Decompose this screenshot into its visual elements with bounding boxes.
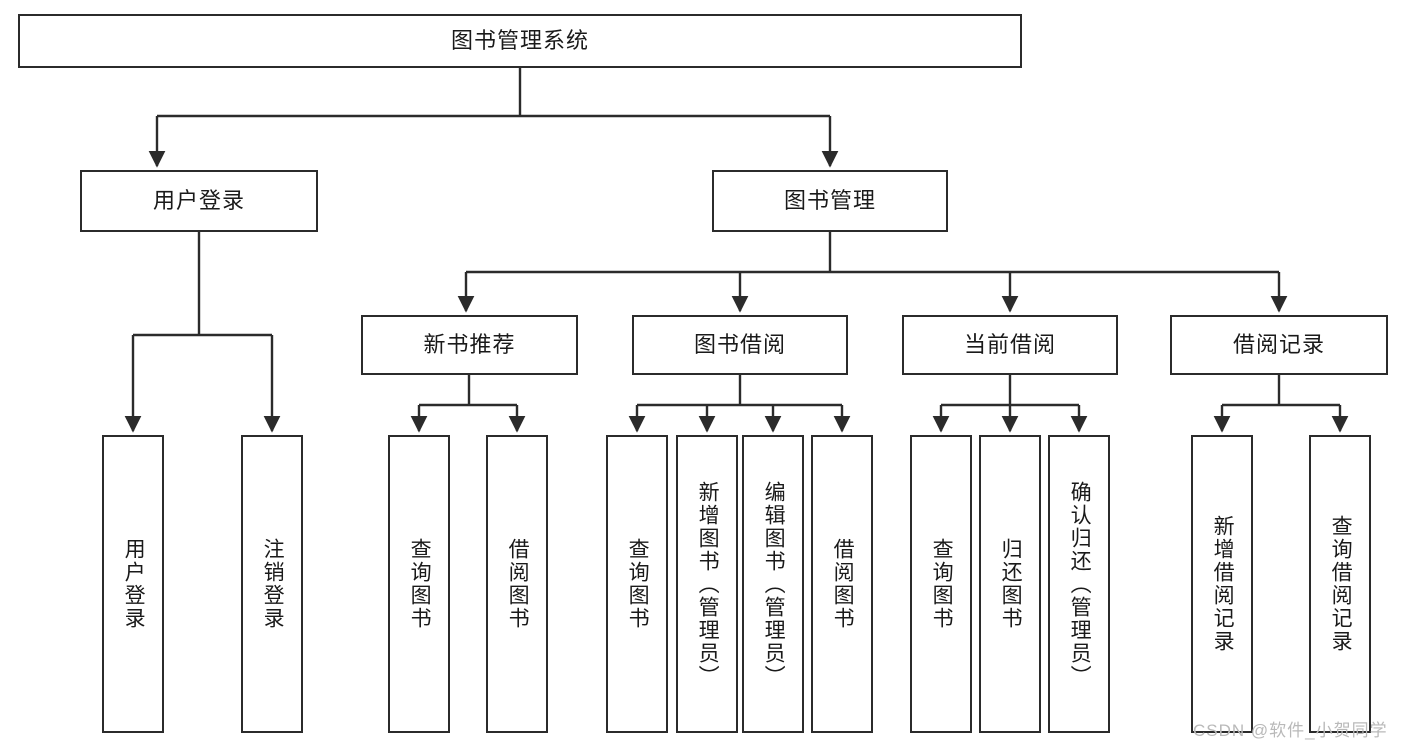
- node-leaf-query-book-borrow[interactable]: 查询图书: [606, 435, 668, 733]
- node-leaf-add-book-admin[interactable]: 新增图书（管理员）: [676, 435, 738, 733]
- node-label: 查询图书: [930, 538, 954, 630]
- node-label: 图书管理系统: [450, 27, 589, 53]
- node-label: 新增借阅记录: [1211, 515, 1235, 653]
- node-label: 新增图书（管理员）: [696, 480, 720, 688]
- node-leaf-query-book-rec[interactable]: 查询图书: [388, 435, 450, 733]
- node-label: 图书管理: [783, 187, 876, 213]
- node-label: 借阅图书: [831, 538, 855, 630]
- node-label: 用户登录: [152, 187, 245, 213]
- node-label: 查询图书: [626, 538, 650, 630]
- node-leaf-add-borrow-record[interactable]: 新增借阅记录: [1191, 435, 1253, 733]
- node-leaf-borrow-book-rec[interactable]: 借阅图书: [486, 435, 548, 733]
- node-label: 借阅图书: [506, 538, 530, 630]
- node-leaf-query-book-current[interactable]: 查询图书: [910, 435, 972, 733]
- node-leaf-query-borrow-record[interactable]: 查询借阅记录: [1309, 435, 1371, 733]
- node-book-borrow[interactable]: 图书借阅: [632, 315, 848, 375]
- node-label: 查询借阅记录: [1329, 515, 1353, 653]
- node-current-borrow[interactable]: 当前借阅: [902, 315, 1118, 375]
- node-borrow-record[interactable]: 借阅记录: [1170, 315, 1388, 375]
- node-label: 借阅记录: [1232, 331, 1325, 357]
- node-new-book-recommend[interactable]: 新书推荐: [361, 315, 578, 375]
- node-leaf-user-login[interactable]: 用户登录: [102, 435, 164, 733]
- node-leaf-return-book[interactable]: 归还图书: [979, 435, 1041, 733]
- node-label: 新书推荐: [423, 331, 516, 357]
- node-label: 查询图书: [408, 538, 432, 630]
- node-leaf-edit-book-admin[interactable]: 编辑图书（管理员）: [742, 435, 804, 733]
- node-user-login[interactable]: 用户登录: [80, 170, 318, 232]
- node-label: 确认归还（管理员）: [1068, 480, 1092, 688]
- node-leaf-logout[interactable]: 注销登录: [241, 435, 303, 733]
- csdn-watermark: CSDN @软件_小贺同学: [1193, 721, 1388, 740]
- node-label: 归还图书: [999, 538, 1023, 630]
- node-leaf-borrow-book[interactable]: 借阅图书: [811, 435, 873, 733]
- node-leaf-confirm-return-admin[interactable]: 确认归还（管理员）: [1048, 435, 1110, 733]
- node-label: 编辑图书（管理员）: [762, 480, 786, 688]
- node-label: 当前借阅: [963, 331, 1056, 357]
- node-label: 用户登录: [122, 538, 146, 630]
- node-label: 图书借阅: [693, 331, 786, 357]
- node-root-book-management-system[interactable]: 图书管理系统: [18, 14, 1022, 68]
- node-book-management[interactable]: 图书管理: [712, 170, 948, 232]
- node-label: 注销登录: [261, 538, 285, 630]
